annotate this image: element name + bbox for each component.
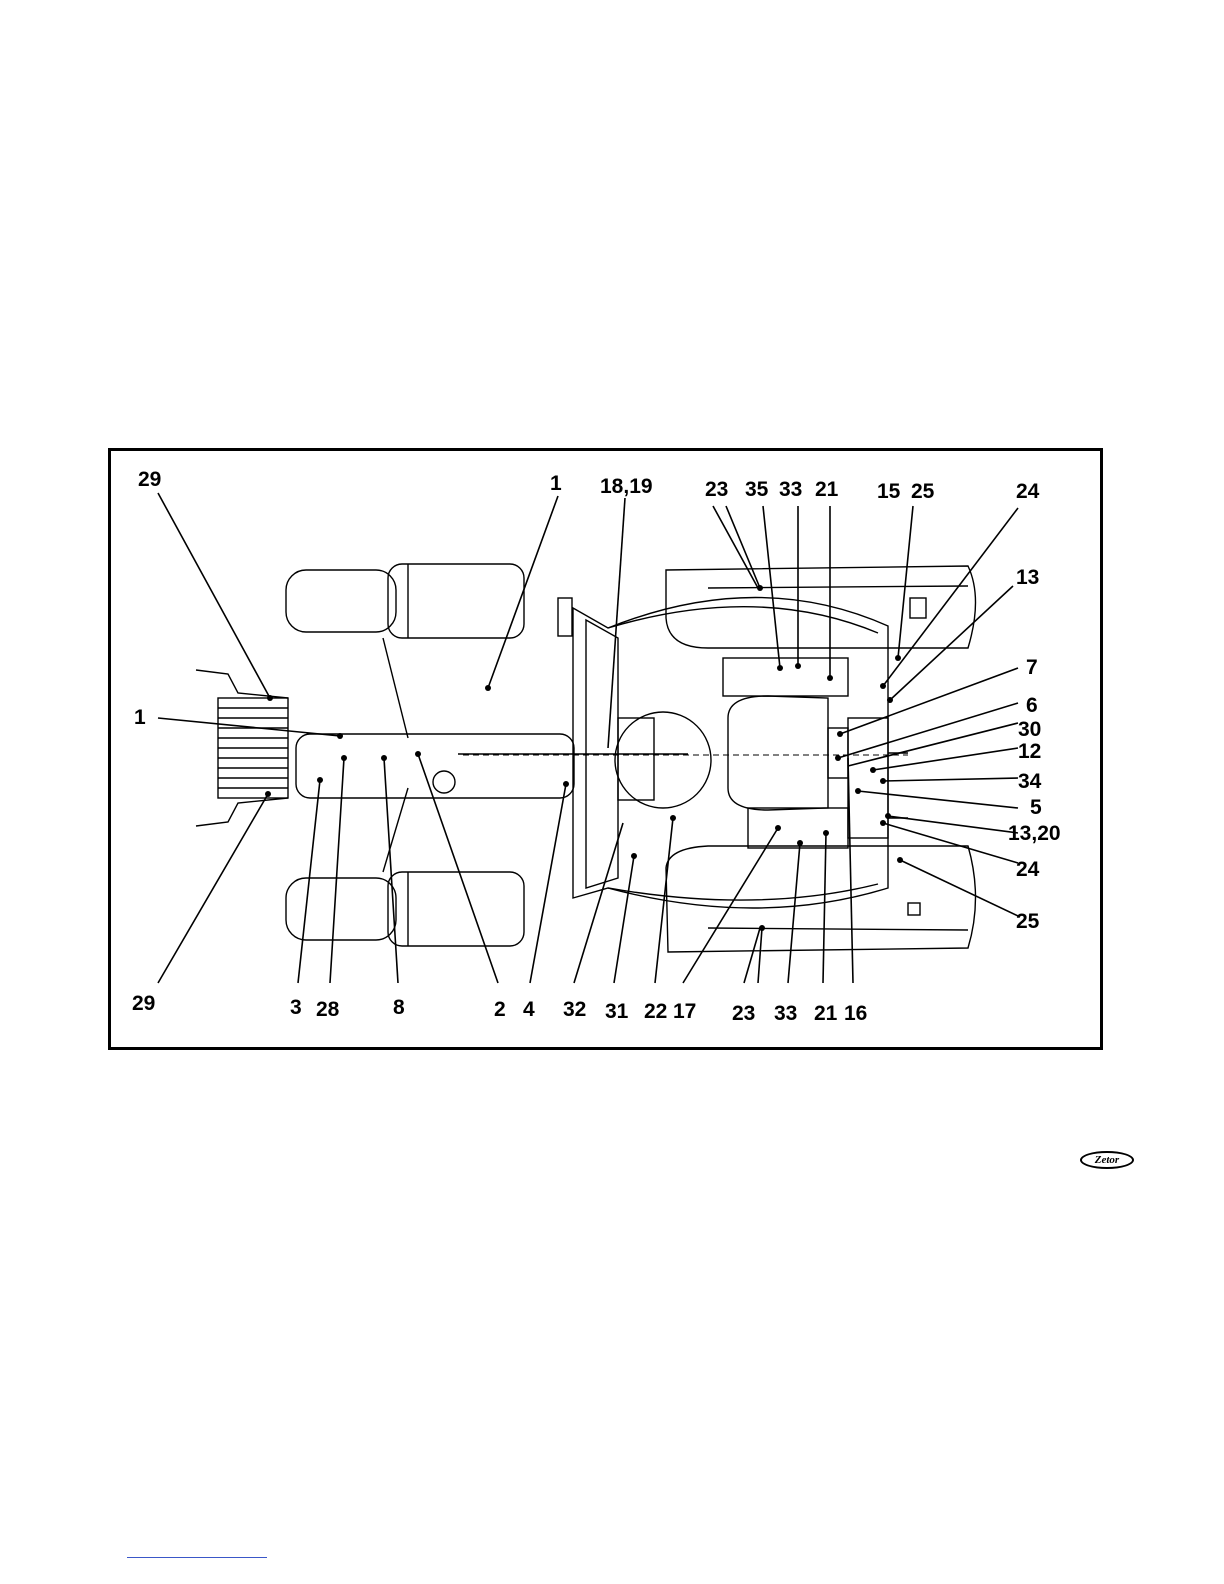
callout-label: 13 (1016, 566, 1039, 589)
footer-rule (127, 1557, 267, 1558)
callout-label: 21 (814, 1002, 838, 1025)
tractor-top-view-diagram: 29 1 18,19 23 35 33 21 15 25 24 1 13 7 6… (108, 448, 1103, 1050)
callout-label: 15 (877, 480, 901, 503)
front-right-tyre (286, 872, 524, 946)
front-left-tyre (286, 564, 524, 638)
callout-label: 4 (523, 998, 535, 1021)
callout-label: 29 (132, 992, 155, 1015)
left-callouts: 1 (134, 706, 146, 729)
callout-label: 30 (1018, 718, 1041, 741)
callout-label: 16 (844, 1002, 867, 1025)
callout-label: 21 (815, 478, 839, 501)
cab-frame (558, 597, 888, 908)
callout-label: 7 (1026, 656, 1038, 679)
zetor-logo: Zetor (1080, 1151, 1134, 1169)
callout-label: 12 (1018, 740, 1041, 763)
callout-label: 34 (1018, 770, 1042, 793)
callout-label: 1 (134, 706, 146, 729)
callout-label: 3 (290, 996, 302, 1019)
callout-label: 24 (1016, 858, 1040, 881)
callout-label: 28 (316, 998, 340, 1021)
callout-label: 18,19 (600, 475, 653, 498)
top-callouts: 29 1 18,19 23 35 33 21 15 25 24 (138, 468, 1040, 503)
callout-label: 29 (138, 468, 161, 491)
steering-wheel (615, 712, 711, 808)
callout-label: 32 (563, 998, 586, 1021)
callout-label: 23 (705, 478, 728, 501)
callout-label: 31 (605, 1000, 629, 1023)
front-weights (196, 670, 288, 826)
callout-label: 33 (779, 478, 802, 501)
callout-label: 1 (550, 472, 562, 495)
callout-label: 2 (494, 998, 506, 1021)
callout-label: 35 (745, 478, 769, 501)
callout-label: 33 (774, 1002, 797, 1025)
callout-label: 13,20 (1008, 822, 1061, 845)
callout-label: 17 (673, 1000, 696, 1023)
engine-hood (296, 734, 688, 798)
callout-label: 23 (732, 1002, 755, 1025)
callout-label: 25 (1016, 910, 1040, 933)
operator-seat (728, 696, 848, 810)
callout-label: 5 (1030, 796, 1042, 819)
callout-label: 25 (911, 480, 935, 503)
rear-left-tyre (666, 566, 976, 648)
callout-label: 8 (393, 996, 405, 1019)
callout-label: 6 (1026, 694, 1038, 717)
bottom-callouts: 29 3 28 8 2 4 32 31 22 17 23 33 21 16 (132, 992, 867, 1025)
callout-label: 24 (1016, 480, 1040, 503)
right-callouts: 13 7 6 30 12 34 5 13,20 24 25 (1008, 566, 1061, 933)
callout-label: 22 (644, 1000, 667, 1023)
logo-text: Zetor (1095, 1154, 1119, 1166)
